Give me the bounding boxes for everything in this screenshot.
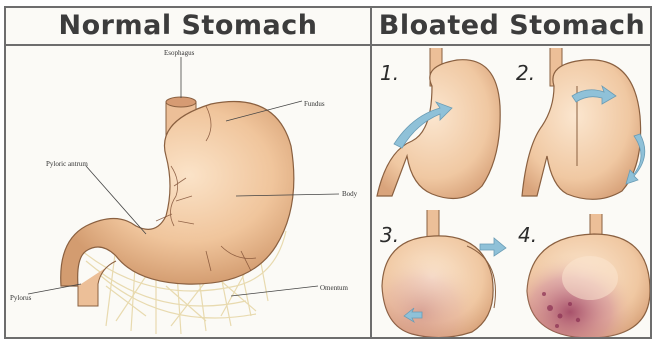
fundus-label: Fundus [304, 100, 325, 108]
stage-2: 2. [516, 48, 645, 199]
omentum-label: Omentum [320, 284, 349, 292]
body-label: Body [342, 190, 358, 198]
bloated-stomach-illustration: 1. 2. 3. [372, 46, 650, 337]
stage-2-number: 2. [516, 61, 535, 85]
stage-3-number: 3. [380, 223, 399, 247]
stage-1-number: 1. [380, 61, 399, 85]
pylorus-label: Pylorus [10, 294, 32, 302]
stomach-body [61, 102, 294, 286]
stage-4-number: 4. [518, 223, 537, 247]
normal-stomach-illustration: Esophagus Fundus Pyloric antrum Body Pyl… [6, 46, 370, 337]
gas-arrow-3a [480, 238, 506, 256]
figure-panel: Normal Stomach Bloated Stomach [4, 6, 652, 339]
esophagus-label: Esophagus [164, 49, 195, 57]
stage-4: 4. [518, 214, 650, 337]
stage-3: 3. [380, 210, 506, 337]
normal-stomach-heading: Normal Stomach [6, 8, 370, 44]
bloated-stomach-heading: Bloated Stomach [372, 8, 652, 44]
stage-1: 1. [377, 48, 500, 199]
pyloric-antrum-label: Pyloric antrum [46, 160, 88, 168]
